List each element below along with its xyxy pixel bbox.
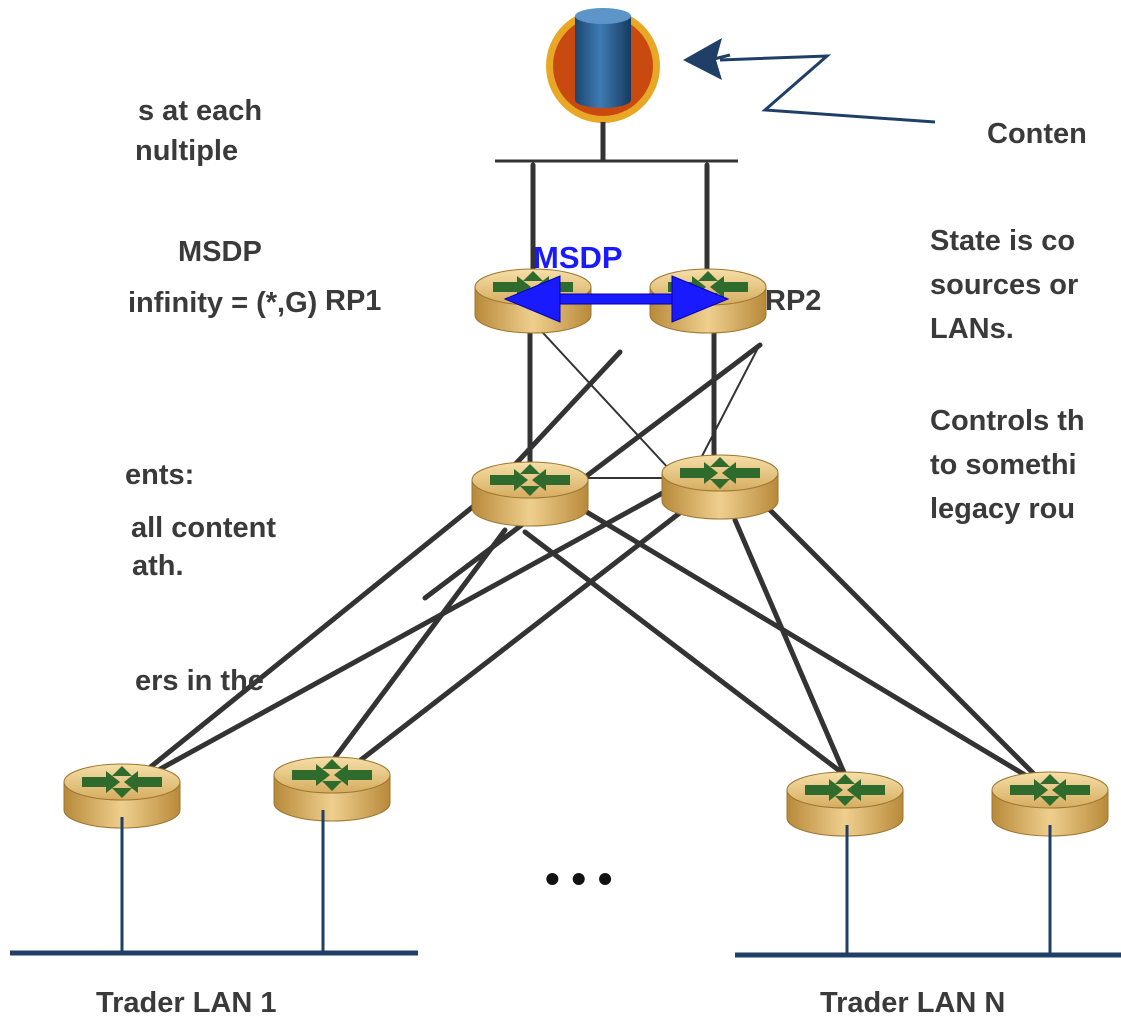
router-dist-1 [471, 461, 589, 527]
link-d2-a3 [732, 517, 848, 778]
link-d2-a4 [762, 502, 1053, 793]
content-feed-icon [709, 53, 936, 124]
trader-lan-1-label: Trader LAN 1 [96, 987, 277, 1019]
left-text-line-5: ents: [125, 459, 194, 491]
link-d1-a2 [319, 527, 508, 778]
link-d1-a1 [119, 502, 478, 793]
router-access-2 [273, 756, 391, 822]
link-d2-rp2-thin [699, 343, 761, 461]
trader-lan-n-label: Trader LAN N [820, 987, 1005, 1019]
left-text-line-1: s at each [138, 95, 262, 127]
rp1-label: RP1 [325, 285, 381, 317]
ellipsis: • • • [545, 855, 612, 902]
left-text-line-6: all content [131, 512, 276, 544]
right-text-state-3: LANs. [930, 313, 1014, 345]
right-text-state-2: sources or [930, 269, 1078, 301]
msdp-arrow [503, 275, 730, 323]
content-label: Conten [987, 118, 1087, 150]
left-text-line-7: ath. [132, 550, 184, 582]
link-d2-a1 [119, 487, 671, 793]
right-text-state-1: State is co [930, 225, 1075, 257]
right-text-controls-1: Controls th [930, 405, 1085, 437]
router-dist-2 [661, 454, 779, 520]
msdp-label: MSDP [533, 240, 623, 275]
content-feed-arrowhead [683, 38, 722, 80]
left-text-line-8: ers in the [135, 665, 264, 697]
content-server [546, 8, 660, 123]
right-text-controls-3: legacy rou [930, 493, 1075, 525]
link-d1-a4 [572, 502, 1053, 793]
link-d1-a3 [522, 529, 848, 778]
link-d1-rp2 [422, 342, 763, 601]
link-rp1-d2 [531, 320, 671, 471]
link-rp2-d1 [507, 349, 623, 473]
left-text-line-2: nultiple [135, 135, 238, 167]
link-d2-a2 [319, 502, 693, 793]
left-text-line-4: infinity = (*,G) [128, 287, 317, 319]
rp2-label: RP2 [765, 285, 821, 317]
right-text-controls-2: to somethi [930, 449, 1077, 481]
left-text-line-3: MSDP [178, 236, 262, 268]
router-access-3 [786, 771, 904, 837]
